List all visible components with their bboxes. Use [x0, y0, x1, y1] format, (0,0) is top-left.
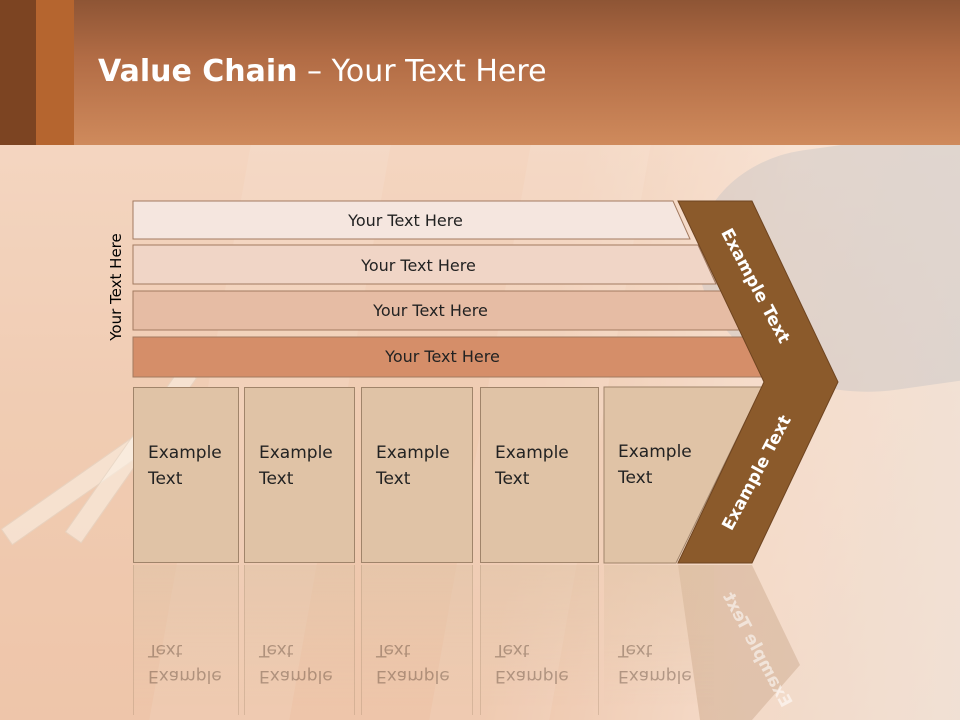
box-line1: Example	[618, 442, 692, 462]
box-line1: Example	[495, 443, 569, 463]
header-accent-stripe	[36, 0, 74, 145]
bar-shape-1	[132, 200, 691, 240]
slide-title: Value Chain – Your Text Here	[98, 54, 547, 89]
slide-title-bold: Value Chain	[98, 54, 298, 89]
box-line1: Example	[376, 443, 450, 463]
bar-1: Your Text Here	[133, 201, 690, 239]
box-line1: Example	[148, 443, 222, 463]
bar-label: Your Text Here	[385, 346, 500, 366]
bar-3: Your Text Here	[133, 291, 740, 329]
bar-label: Your Text Here	[361, 255, 476, 275]
chevron-shape	[677, 200, 839, 564]
title-header: Value Chain – Your Text Here	[0, 0, 960, 145]
bar-shape-2	[132, 244, 717, 285]
bar-4: Your Text Here	[133, 337, 764, 375]
box-shape-5	[603, 386, 763, 564]
bar-label: Your Text Here	[373, 300, 488, 320]
box-line2: Text	[495, 469, 530, 489]
header-accent-stripe	[0, 0, 36, 145]
bar-label: Your Text Here	[348, 210, 463, 230]
box-line2: Text	[618, 468, 653, 488]
bar-2: Your Text Here	[133, 246, 716, 284]
box-line2: Text	[148, 469, 183, 489]
box-line1: Example	[259, 443, 333, 463]
box-line2: Text	[376, 469, 411, 489]
box-line2: Text	[259, 469, 294, 489]
slide-title-rest: – Your Text Here	[297, 54, 547, 89]
